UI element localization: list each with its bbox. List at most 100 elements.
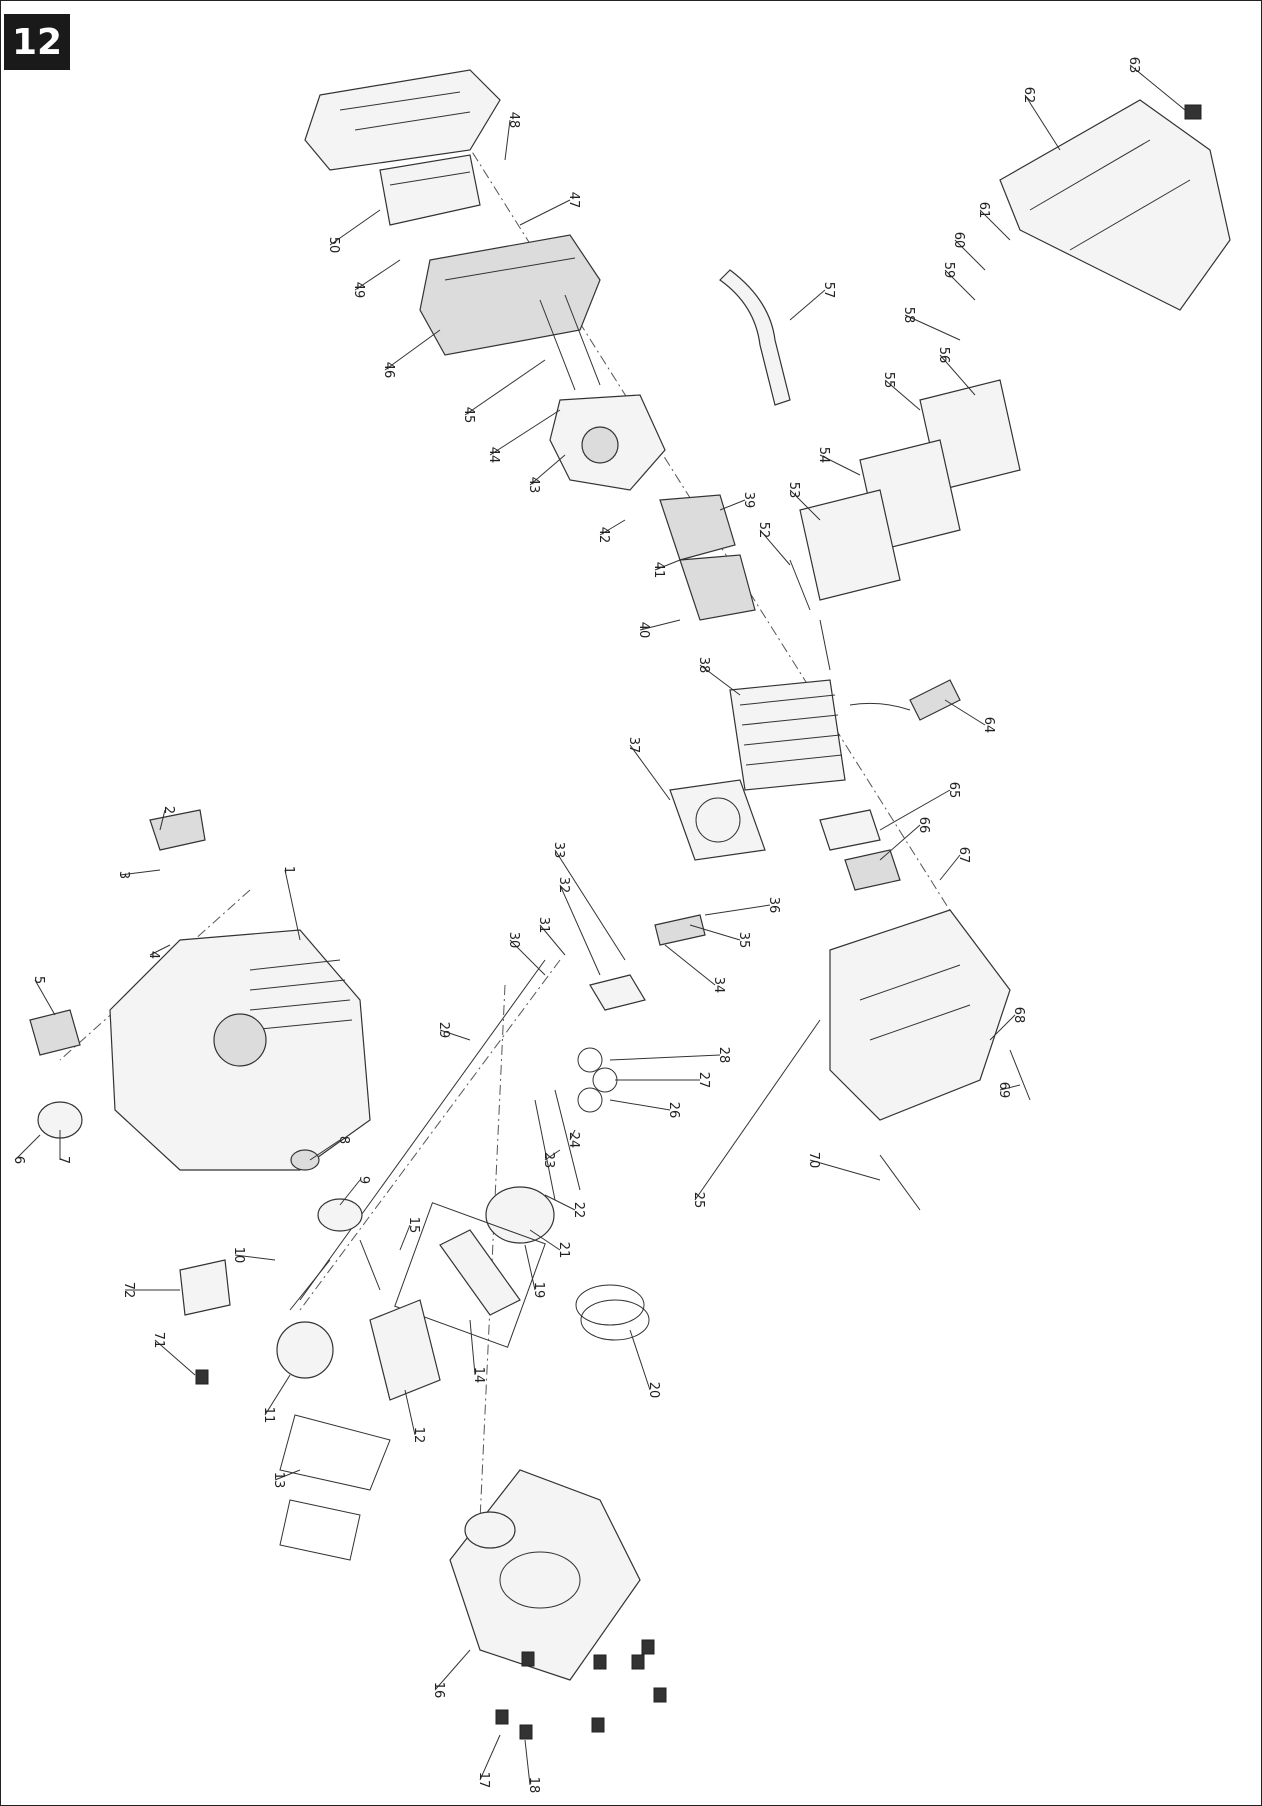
air-filter-cover bbox=[304, 69, 501, 171]
rocker-arms bbox=[589, 914, 706, 1011]
crankcase-cover bbox=[449, 1469, 641, 1681]
part-label-68: 68 bbox=[1011, 1007, 1026, 1024]
leader-line-61 bbox=[979, 209, 1011, 241]
part-label-40: 40 bbox=[636, 622, 651, 639]
leader-line-11 bbox=[264, 1374, 291, 1416]
leader-line-53 bbox=[789, 489, 821, 521]
part-label-60: 60 bbox=[951, 232, 966, 249]
leader-line-9 bbox=[339, 1179, 361, 1206]
leader-line-47 bbox=[519, 199, 571, 226]
part-label-28: 28 bbox=[716, 1047, 731, 1064]
leader-line-3 bbox=[119, 869, 161, 876]
leader-line-28 bbox=[609, 1054, 721, 1061]
part-label-43: 43 bbox=[526, 477, 541, 494]
leader-line-43 bbox=[529, 454, 566, 486]
part-label-65: 65 bbox=[946, 782, 961, 799]
crankcase bbox=[109, 929, 371, 1171]
part-label-11: 11 bbox=[261, 1407, 276, 1424]
part-label-13: 13 bbox=[271, 1472, 286, 1489]
oil-sensor bbox=[179, 1259, 231, 1385]
part-label-58: 58 bbox=[901, 307, 916, 324]
part-label-41: 41 bbox=[651, 562, 666, 579]
leader-line-2 bbox=[159, 809, 166, 831]
part-label-57: 57 bbox=[821, 282, 836, 299]
governor-parts bbox=[29, 809, 206, 1139]
leader-line-10 bbox=[234, 1254, 276, 1261]
leader-line-24 bbox=[569, 1129, 576, 1141]
leader-line-65 bbox=[879, 789, 951, 831]
part-label-71: 71 bbox=[151, 1332, 166, 1349]
fan-cover bbox=[999, 99, 1231, 311]
part-label-14: 14 bbox=[471, 1367, 486, 1384]
crankshaft bbox=[359, 1239, 441, 1401]
insulator-spacers bbox=[659, 494, 756, 621]
part-label-45: 45 bbox=[461, 407, 476, 424]
leader-line-29 bbox=[439, 1029, 471, 1041]
part-label-2: 2 bbox=[161, 806, 176, 814]
part-label-49: 49 bbox=[351, 282, 366, 299]
leader-line-34 bbox=[664, 944, 716, 986]
part-label-25: 25 bbox=[691, 1192, 706, 1209]
leader-line-37 bbox=[629, 744, 671, 801]
leader-line-8 bbox=[309, 1139, 341, 1161]
head-bolts bbox=[789, 559, 831, 671]
part-label-50: 50 bbox=[326, 237, 341, 254]
part-label-22: 22 bbox=[571, 1202, 586, 1219]
leader-line-20 bbox=[629, 1329, 651, 1391]
leader-line-38 bbox=[699, 664, 741, 696]
cover-bolts bbox=[495, 1639, 667, 1740]
muffler-bolts bbox=[879, 1049, 1031, 1211]
part-label-19: 19 bbox=[531, 1282, 546, 1299]
leader-line-14 bbox=[469, 1319, 476, 1376]
leader-line-23 bbox=[544, 1149, 561, 1161]
leader-line-19 bbox=[524, 1244, 536, 1291]
leader-line-52 bbox=[759, 529, 791, 566]
leader-line-71 bbox=[154, 1339, 196, 1376]
leader-line-54 bbox=[819, 454, 861, 476]
part-label-42: 42 bbox=[596, 527, 611, 544]
part-label-48: 48 bbox=[506, 112, 521, 129]
part-label-10: 10 bbox=[231, 1247, 246, 1264]
leader-line-17 bbox=[479, 1734, 501, 1781]
part-label-7: 7 bbox=[56, 1156, 71, 1164]
leader-line-42 bbox=[599, 519, 626, 536]
leader-line-35 bbox=[689, 924, 741, 941]
part-label-21: 21 bbox=[556, 1242, 571, 1259]
leader-line-64 bbox=[944, 699, 986, 726]
leader-line-48 bbox=[504, 119, 511, 161]
part-label-52: 52 bbox=[756, 522, 771, 539]
leader-line-33 bbox=[554, 849, 626, 961]
part-label-70: 70 bbox=[806, 1152, 821, 1169]
oil-seal bbox=[290, 1149, 363, 1232]
part-label-53: 53 bbox=[786, 482, 801, 499]
head-gasket bbox=[669, 779, 766, 861]
part-label-37: 37 bbox=[626, 737, 641, 754]
part-label-36: 36 bbox=[766, 897, 781, 914]
leader-line-21 bbox=[529, 1229, 561, 1251]
camshaft bbox=[276, 1259, 334, 1379]
part-label-62: 62 bbox=[1021, 87, 1036, 104]
leader-line-70 bbox=[809, 1159, 881, 1181]
leader-line-45 bbox=[464, 359, 546, 416]
leader-line-41 bbox=[654, 559, 681, 571]
leader-line-31 bbox=[539, 924, 566, 956]
part-label-56: 56 bbox=[936, 347, 951, 364]
part-label-67: 67 bbox=[956, 847, 971, 864]
part-label-69: 69 bbox=[996, 1082, 1011, 1099]
air-filter-element bbox=[379, 154, 481, 226]
leader-line-50 bbox=[329, 209, 381, 246]
leader-line-1 bbox=[284, 869, 301, 941]
leader-line-46 bbox=[384, 329, 441, 371]
leader-line-30 bbox=[509, 939, 546, 976]
leader-line-18 bbox=[524, 1739, 531, 1786]
leader-line-49 bbox=[354, 259, 401, 291]
part-label-34: 34 bbox=[711, 977, 726, 994]
leader-line-57 bbox=[789, 289, 826, 321]
cylinder-head bbox=[729, 679, 846, 791]
spark-plug bbox=[849, 679, 961, 721]
studs-45 bbox=[539, 294, 601, 391]
part-label-66: 66 bbox=[916, 817, 931, 834]
connecting-rod bbox=[394, 1202, 546, 1348]
part-label-23: 23 bbox=[541, 1152, 556, 1169]
part-label-12: 12 bbox=[411, 1427, 426, 1444]
